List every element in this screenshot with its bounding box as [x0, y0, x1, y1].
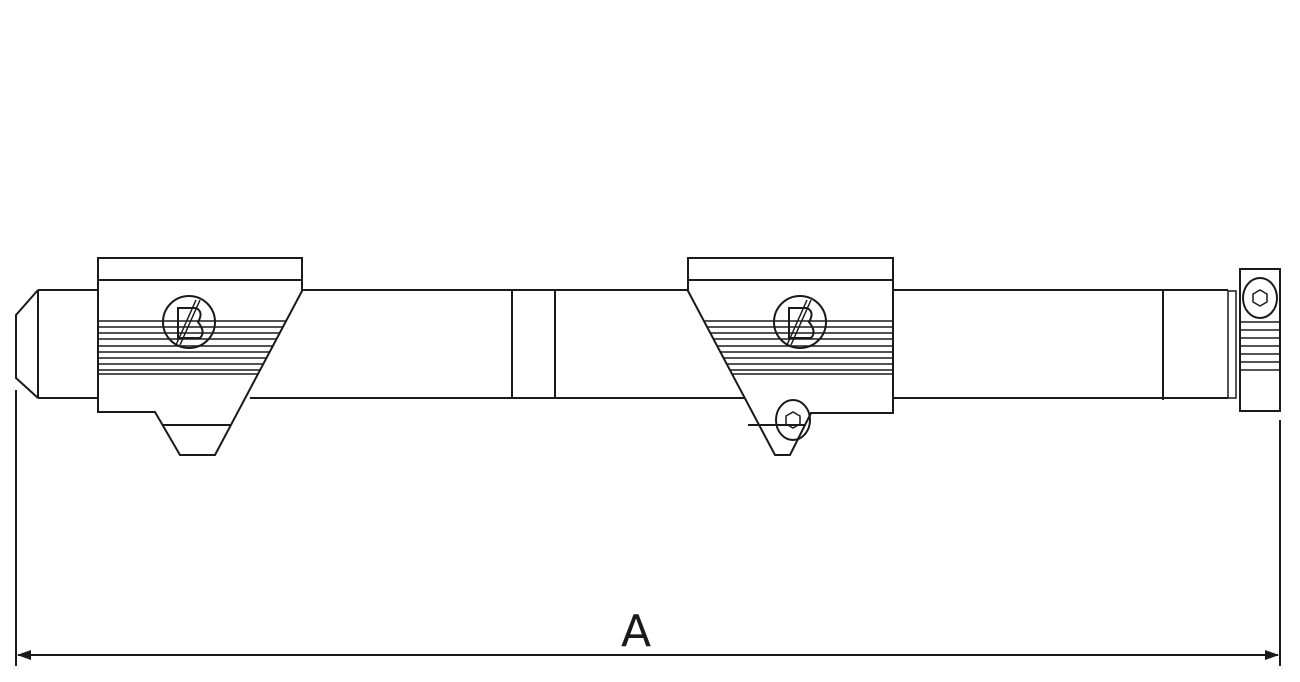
grip-lines [703, 320, 893, 375]
left-mount [97, 257, 303, 456]
dimension-a: A [15, 390, 1281, 666]
tube-right [893, 289, 1237, 400]
hex-screw-icon [1242, 277, 1278, 319]
dimension-label: A [621, 606, 651, 657]
logo-icon [773, 295, 827, 349]
tube-middle [250, 289, 745, 399]
tube-tip [15, 289, 98, 399]
right-mount [687, 257, 894, 456]
logo-icon [162, 295, 216, 349]
grip-lines [98, 320, 287, 375]
hex-screw-icon [775, 399, 811, 441]
end-cap [1239, 268, 1281, 412]
tube-ring [511, 289, 556, 399]
